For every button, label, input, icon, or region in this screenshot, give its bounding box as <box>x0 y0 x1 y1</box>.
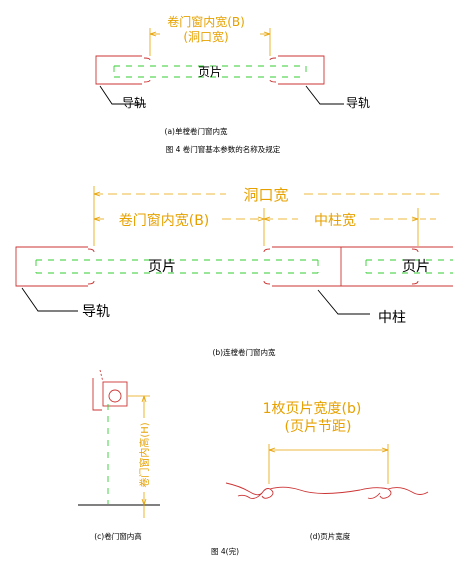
fig-b-arrow-opening <box>93 191 101 197</box>
fig-b-rail-left <box>15 246 88 287</box>
fig-b-arrow-mullion-left <box>263 216 271 222</box>
fig-d-arrow-right <box>381 447 389 453</box>
fig-b-leaf-label-left: 页片 <box>148 259 176 275</box>
figure-b: 洞口宽 卷门窗内宽(B) 中柱宽 页片 页片 导轨 中柱 <box>15 186 453 357</box>
fig-b-arrow-inner-left <box>93 216 101 222</box>
fig-d-slat-profile-lower <box>237 492 381 499</box>
fig-b-slat-left <box>36 259 318 274</box>
fig-b-slat-right <box>366 259 453 274</box>
fig-b-arrow-inner-right <box>257 216 265 222</box>
figure-c: 卷门窗内高(H) (c)卷门窗内高 <box>78 369 160 541</box>
fig-a-rail-left-lip <box>143 57 151 83</box>
fig-b-leader-rail <box>21 287 78 312</box>
fig-a-leader-left <box>99 85 146 105</box>
fig-d-slat-profile <box>225 482 429 499</box>
fig-c-drum <box>108 389 122 403</box>
fig-b-arrow-mullion-right <box>411 216 419 222</box>
fig-a-rail-right <box>278 55 325 85</box>
fig-a-slat <box>114 65 306 78</box>
fig-b-dim-inner-label: 卷门窗内宽(B) <box>119 212 210 229</box>
fig-a-dim-label-1: 卷门窗内宽(B) <box>167 14 245 29</box>
fig-b-rail-left-lip <box>87 248 95 285</box>
fig-c-subcaption: (c)卷门窗内高 <box>94 531 142 541</box>
fig-a-arrow-right <box>263 31 271 37</box>
fig-c-arrow-top <box>141 395 147 403</box>
fig-b-leader-mullion <box>317 289 370 315</box>
fig-a-rail-left <box>95 55 142 85</box>
fig-a-rail-label-left: 导轨 <box>122 96 146 110</box>
fig-c-rail <box>92 378 102 411</box>
fig-c-rail-hatch <box>99 369 104 383</box>
footer-caption: 图 4(完) <box>211 546 239 556</box>
figure-d: 1枚页片宽度(b) (页片节距) (d)页片宽度 <box>225 400 429 541</box>
fig-a-arrow-left <box>149 31 157 37</box>
fig-b-mullion-lip-right <box>411 248 419 285</box>
fig-a-subcaption: (a)单樘卷门窗内宽 <box>165 126 228 136</box>
fig-c-dim-label: 卷门窗内高(H) <box>138 422 151 487</box>
fig-d-subcaption: (d)页片宽度 <box>310 531 351 541</box>
fig-c-drum-box <box>102 381 128 407</box>
fig-b-subcaption: (b)连樘卷门窗内宽 <box>212 347 276 357</box>
fig-d-dim-label-2: (页片节距) <box>285 419 352 435</box>
fig-a-leader-right <box>305 85 344 105</box>
fig-d-dim-label-1: 1枚页片宽度(b) <box>263 400 362 417</box>
fig-d-arrow-left <box>268 447 276 453</box>
fig-a-rail-right-lip <box>269 57 277 83</box>
fig-b-rail-label: 导轨 <box>82 304 110 320</box>
fig-b-dim-mullion-label: 中柱宽 <box>314 212 356 229</box>
fig-b-dim-opening-label: 洞口宽 <box>243 186 288 204</box>
fig-a-rail-label-right: 导轨 <box>346 96 370 110</box>
fig-a-caption: 图 4 卷门窗基本参数的名称及规定 <box>166 144 281 154</box>
fig-b-mullion-label: 中柱 <box>378 310 406 326</box>
fig-a-leaf-label: 页片 <box>198 65 222 79</box>
fig-a-dim-label-2: (洞口宽) <box>183 29 228 44</box>
fig-b-mullion-lip-left <box>263 248 271 285</box>
figure-a: 卷门窗内宽(B) (洞口宽) 页片 导轨 导轨 (a)单樘卷门窗内宽 图 4 卷… <box>95 14 370 154</box>
fig-b-leaf-label-right: 页片 <box>402 259 430 275</box>
fig-c-arrow-bottom <box>141 498 147 506</box>
fig-b-mullion-box <box>272 246 453 287</box>
